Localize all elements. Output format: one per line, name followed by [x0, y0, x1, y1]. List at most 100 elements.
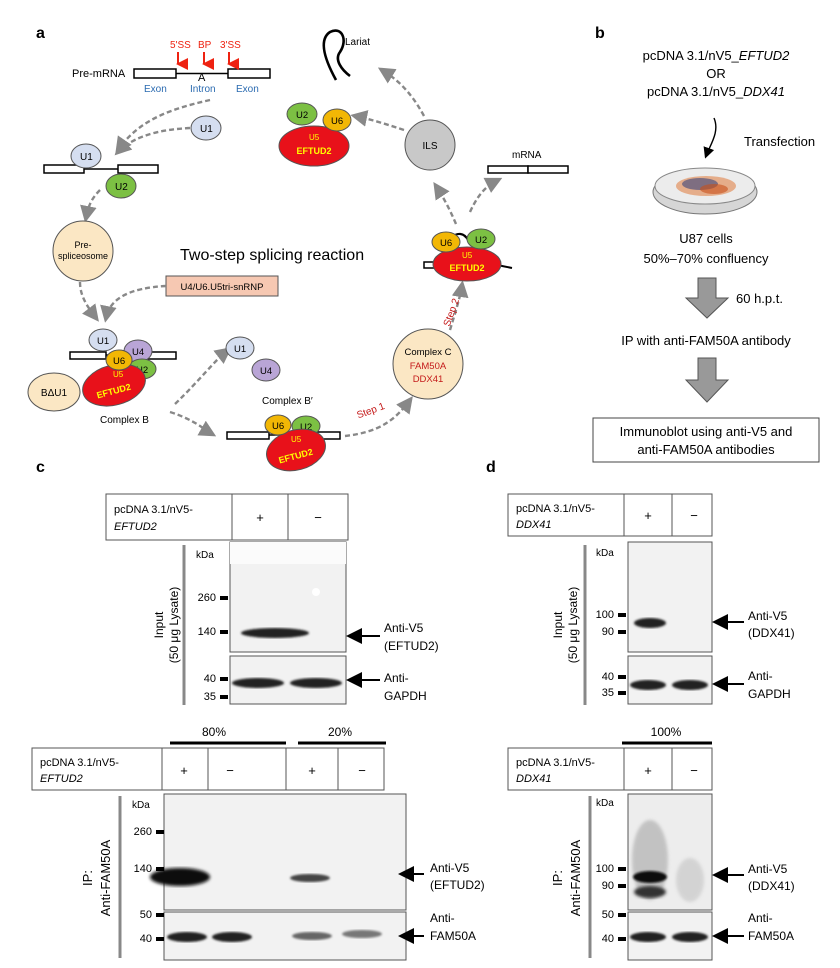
d-mw-40-bot: 40 — [602, 933, 614, 945]
c-input-l1: Input — [152, 611, 166, 638]
a-title: Two-step splicing reaction — [180, 247, 364, 264]
panel-d: d pcDNA 3.1/nV5- DDX41 + − Input (50 μg … — [486, 459, 795, 961]
c-plus-top: + — [256, 510, 264, 525]
panel-c: c pcDNA 3.1/nV5- EFTUD2 + − Input (50 μg… — [31, 459, 485, 961]
u2-label-rel: U2 — [296, 110, 308, 121]
down-arrow-1 — [684, 277, 730, 319]
prespliceosome-l2: spliceosome — [58, 251, 108, 261]
eftud2-label-post: EFTUD2 — [449, 263, 484, 273]
u4-label-free: U4 — [260, 366, 272, 377]
ip-label: IP with anti-FAM50A antibody — [621, 333, 791, 348]
u5-label-post: U5 — [462, 251, 473, 260]
prespliceosome-l1: Pre- — [74, 240, 91, 250]
prespliceosome-circle — [52, 220, 114, 282]
pre-mrna-label: Pre-mRNA — [72, 68, 126, 80]
u2-label-e: U2 — [115, 182, 128, 193]
d-input-l1: Input — [551, 611, 565, 638]
d-input-l2: (50 μg Lysate) — [566, 587, 580, 664]
d-mw-90: 90 — [602, 626, 614, 638]
d-gapdh: GAPDH — [748, 687, 791, 701]
d-mw-50: 50 — [602, 909, 614, 921]
panel-label-d: d — [486, 459, 496, 476]
confluency-label: 50%–70% confluency — [643, 251, 769, 266]
c-plus-bot-1: + — [180, 763, 188, 778]
c-mw-140-bot: 140 — [134, 863, 152, 875]
d-ddx41-paren-top: (DDX41) — [748, 626, 795, 640]
u2-label-b: U2 — [136, 365, 148, 376]
c-blot-ip-v5 — [163, 793, 407, 911]
c-anti-v5-bot: Anti-V5 — [430, 861, 470, 875]
c-plasmid-prefix-top: pcDNA 3.1/nV5- — [114, 504, 193, 516]
tri-snrnp-label: U4/U6.U5tri-snRNP — [181, 282, 264, 293]
u1-label: U1 — [200, 124, 213, 135]
immunoblot-box — [592, 417, 820, 463]
c-minus-bot-1: − — [226, 763, 234, 778]
c-mw-40-top: 40 — [204, 673, 216, 685]
d-anti-top: Anti- — [748, 669, 773, 683]
d-kda-bot: kDa — [596, 798, 614, 809]
d-mw-35-top: 35 — [602, 687, 614, 699]
c-ip-l2: Anti-FAM50A — [98, 839, 113, 916]
mrna-label: mRNA — [512, 150, 542, 161]
plasmid1: pcDNA 3.1/nV5_EFTUD2 — [643, 48, 790, 63]
c-pct-80: 80% — [202, 725, 226, 739]
exon-label-1: Exon — [144, 84, 167, 95]
c-kda-top: kDa — [196, 550, 214, 561]
u5-label-rel: U5 — [309, 133, 320, 142]
step1-label: Step 1 — [355, 401, 386, 421]
exon-label-2: Exon — [236, 84, 259, 95]
c-anti-v5-top: Anti-V5 — [384, 621, 424, 635]
d-plasmid-gene-bot: DDX41 — [516, 773, 551, 785]
d-plasmid-prefix-top: pcDNA 3.1/nV5- — [516, 503, 595, 515]
d-mw-100: 100 — [596, 609, 614, 621]
u2-label-post: U2 — [475, 235, 487, 246]
u1-label-e: U1 — [80, 152, 93, 163]
panel-label-a: a — [36, 25, 45, 42]
u5-label-b: U5 — [113, 370, 124, 379]
eftud2-label-rel: EFTUD2 — [296, 146, 331, 156]
d-fam50a: FAM50A — [748, 929, 794, 943]
c-eftud2-paren-top: (EFTUD2) — [384, 639, 439, 653]
c-anti-top: Anti- — [384, 671, 409, 685]
u5-label-bp: U5 — [291, 435, 302, 444]
exon-box-1 — [133, 68, 177, 79]
d-plus-bot: + — [644, 763, 652, 778]
d-ddx41-paren-bot: (DDX41) — [748, 879, 795, 893]
ss5-label: 5'SS — [170, 40, 191, 51]
c-plus-bot-2: + — [308, 763, 316, 778]
d-pct-100: 100% — [651, 725, 682, 739]
complex-bprime-label: Complex B′ — [262, 396, 313, 407]
c-plasmid-gene-top: EFTUD2 — [114, 521, 157, 533]
down-arrow-2 — [684, 357, 730, 403]
u2-label-bp: U2 — [300, 422, 312, 433]
c-anti-bot: Anti- — [430, 911, 455, 925]
c-minus-top: − — [314, 510, 322, 525]
a-branchpoint: A — [198, 72, 206, 84]
step2-label: Step 2 — [442, 297, 462, 328]
d-mw-90-bot: 90 — [602, 880, 614, 892]
c-kda-bot: kDa — [132, 800, 150, 811]
u6-label-bp: U6 — [272, 421, 284, 432]
panel-label-c: c — [36, 459, 45, 476]
panel-label-b: b — [595, 25, 605, 42]
c-minus-bot-2: − — [358, 763, 366, 778]
ils-label: ILS — [422, 141, 437, 152]
panel-b: b pcDNA 3.1/nV5_EFTUD2 OR pcDNA 3.1/nV5_… — [592, 25, 820, 463]
u1-on-substrate — [70, 143, 102, 169]
d-plus-top: + — [644, 508, 652, 523]
ss3-label: 3'SS — [220, 40, 241, 51]
c-fam50a: FAM50A — [430, 929, 476, 943]
d-blot-input-v5 — [627, 541, 713, 653]
immunoblot-l2: anti-FAM50A antibodies — [637, 442, 775, 457]
d-plasmid-gene-top: DDX41 — [516, 519, 551, 531]
culture-dish-icon — [652, 167, 758, 215]
c-mw-50: 50 — [140, 909, 152, 921]
c-input-l2: (50 μg Lysate) — [167, 587, 181, 664]
d-anti-v5-top: Anti-V5 — [748, 609, 788, 623]
c-mw-260: 260 — [198, 592, 216, 604]
complex-c-ddx41: DDX41 — [413, 374, 444, 385]
u6-label-rel: U6 — [331, 116, 343, 127]
d-mw-40-top: 40 — [602, 671, 614, 683]
u1-label-b: U1 — [97, 336, 109, 347]
